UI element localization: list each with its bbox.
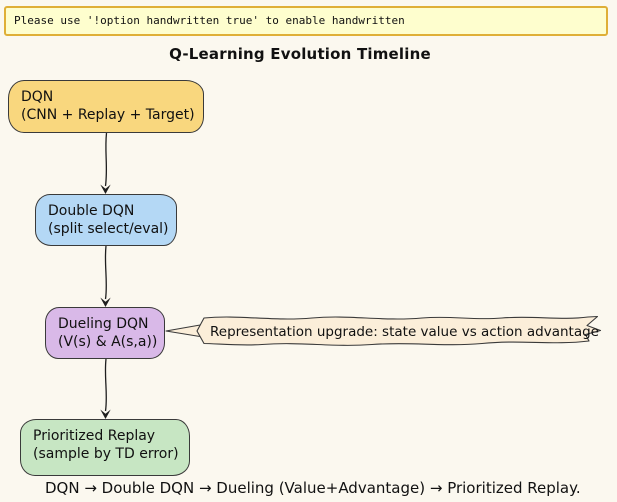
note-text: Representation upgrade: state value vs a… [210,324,599,340]
node-dueling-dqn-label-line2: (V(s) & A(s,a)) [58,334,158,350]
diagram-title: Q-Learning Evolution Timeline [169,45,431,63]
options-banner-text: Please use '!option handwritten true' to… [14,14,405,27]
node-prioritized-replay-label-line2: (sample by TD error) [33,446,179,462]
options-banner: Please use '!option handwritten true' to… [4,6,608,36]
node-dueling-dqn-label-line1: Dueling DQN [58,316,149,332]
node-dqn-label-line2: (CNN + Replay + Target) [21,107,195,123]
arrow-dqn-to-double-dqn [100,132,111,194]
diagram-caption: DQN → Double DQN → Dueling (Value+Advant… [45,479,581,497]
note-connector [165,323,204,338]
node-dqn-label-line1: DQN [21,89,54,105]
node-dqn: DQN (CNN + Replay + Target) [8,80,204,133]
node-prioritized-replay-label-line1: Prioritized Replay [33,428,156,444]
node-prioritized-replay: Prioritized Replay (sample by TD error) [20,419,190,476]
node-double-dqn: Double DQN (split select/eval) [35,194,177,246]
node-dueling-dqn: Dueling DQN (V(s) & A(s,a)) [45,307,165,359]
node-double-dqn-label-line1: Double DQN [48,203,135,219]
arrow-dueling-dqn-to-prioritized-replay [100,358,111,419]
node-double-dqn-label-line2: (split select/eval) [48,221,169,237]
arrow-double-dqn-to-dueling-dqn [100,245,111,307]
